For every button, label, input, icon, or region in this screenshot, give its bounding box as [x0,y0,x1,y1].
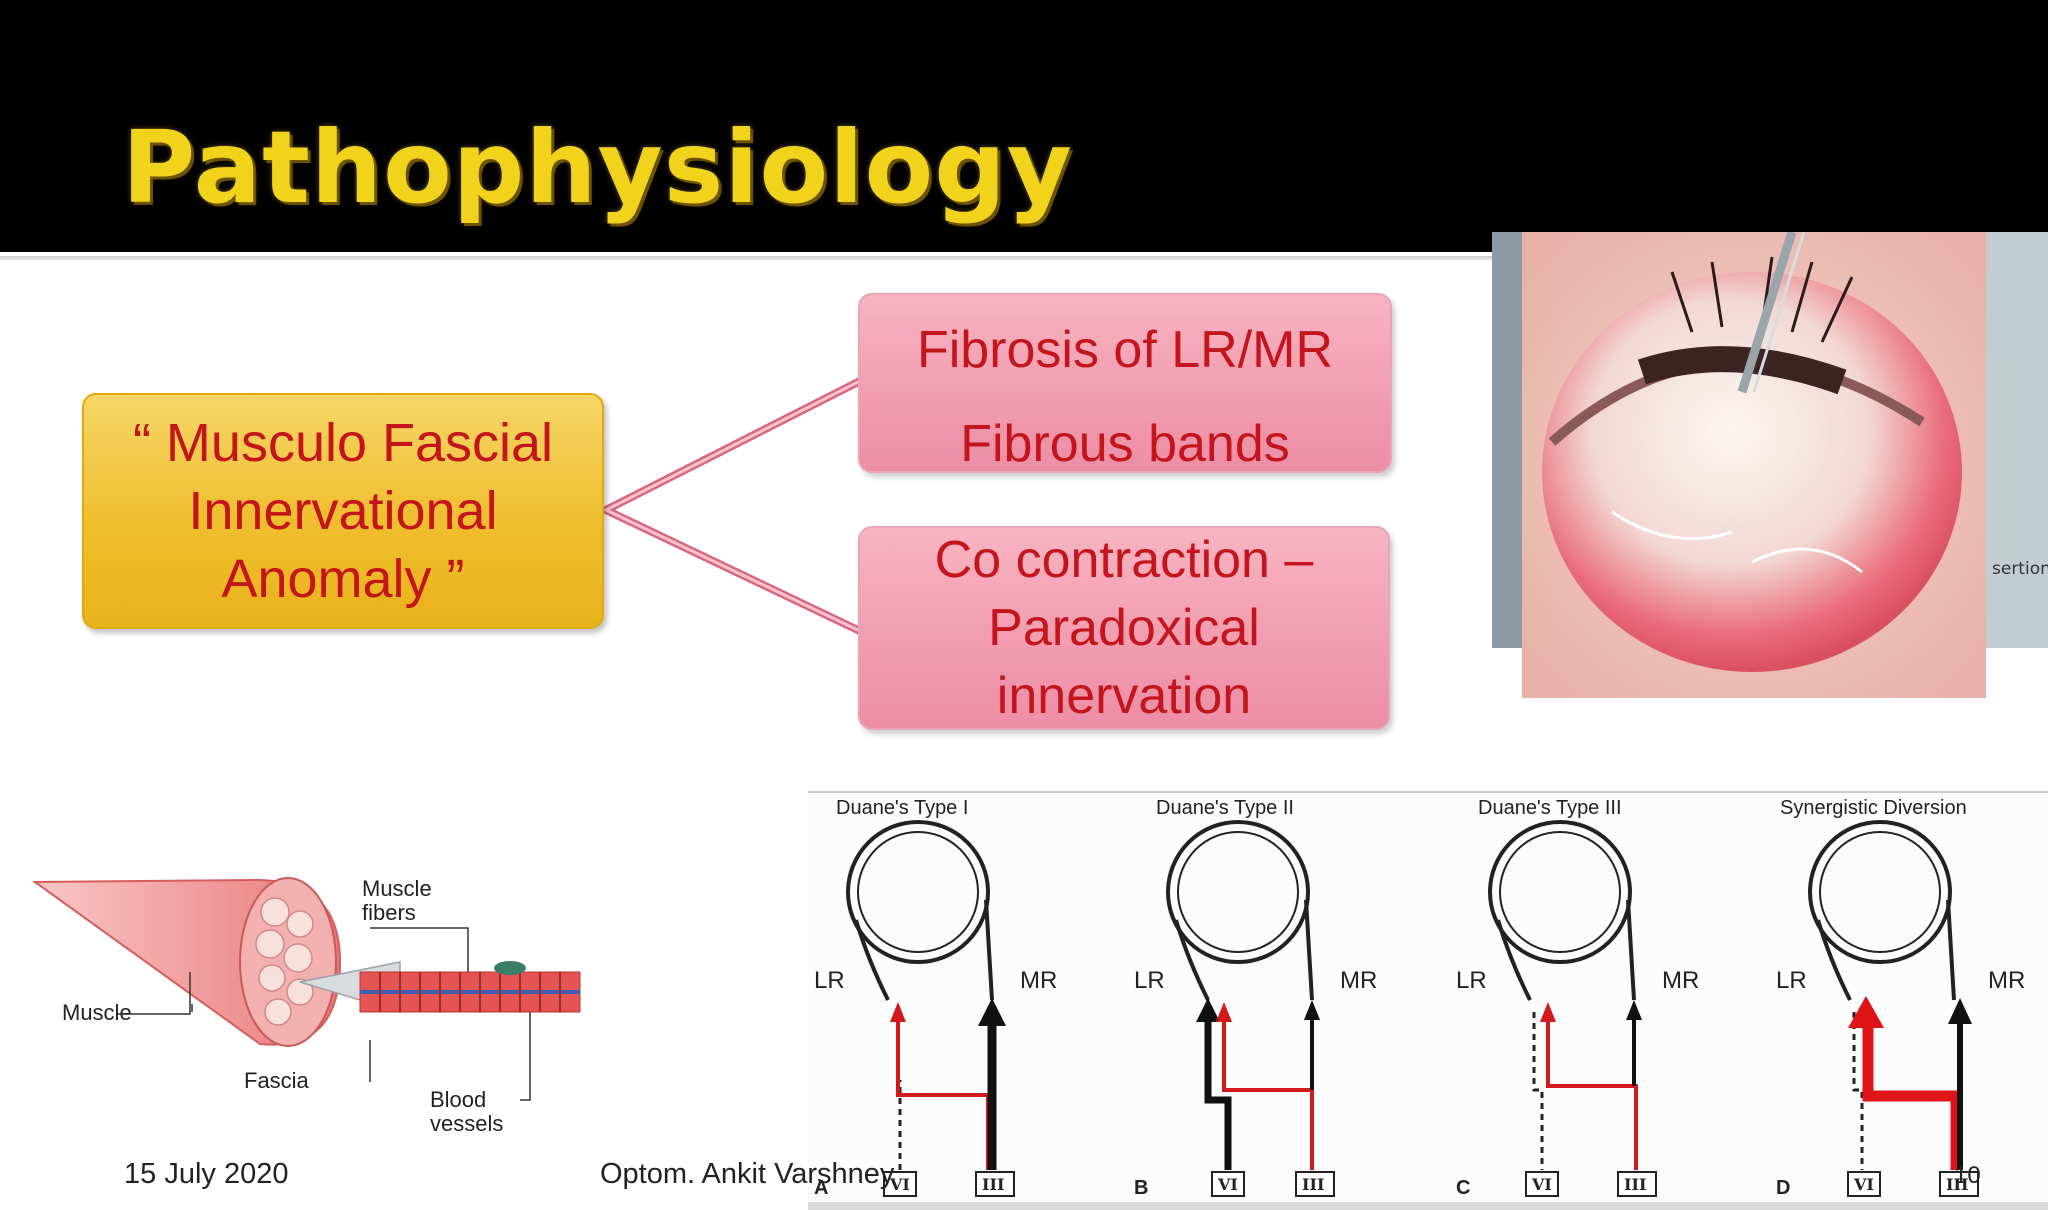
mr-label: MR [1020,967,1057,994]
blood-vessels-label-1: Blood [430,1087,486,1112]
photo-overlay-text: sertion [1992,559,2048,579]
fascia-label: Fascia [244,1068,310,1093]
root-line-3: Anomaly ” [221,549,465,609]
iii-label: III [1302,1175,1324,1194]
panel-letter: C [1456,1177,1470,1199]
vi-label: VI [1853,1175,1874,1194]
muscle-fibers-label-1: Muscle [362,876,432,901]
mr-label: MR [1340,967,1377,994]
duane-panel-type-2: Duane's Type II LR MR VI III B [1134,797,1377,1199]
muscle-label: Muscle [62,1000,132,1025]
duane-panel-synergistic: Synergistic Diversion LR MR VI III D [1776,797,2025,1199]
duane-panel-type-3: Duane's Type III LR MR VI III C [1456,797,1699,1199]
branch-connector [600,376,862,636]
co-contraction-box: Co contraction – Paradoxical innervation [858,526,1390,730]
panel-heading: Duane's Type III [1478,797,1622,819]
panel-letter: A [814,1177,828,1199]
blood-vessels-label-2: vessels [430,1111,503,1136]
title-divider [0,256,2048,260]
vi-label: VI [889,1175,910,1194]
mr-label: MR [1662,967,1699,994]
duane-innervation-diagram: Duane's Type I LR MR VI III A Duane's Ty… [808,790,2048,1210]
panel-letter: D [1776,1177,1790,1199]
co-contraction-line-1: Co contraction – [934,531,1314,589]
vi-label: VI [1531,1175,1552,1194]
mr-label: MR [1988,967,2025,994]
lr-label: LR [1134,967,1165,994]
vi-label: VI [1217,1175,1238,1194]
muscle-anatomy-diagram: Muscle Muscle fibers Fascia Blood vessel… [31,876,581,1136]
muscle-fibers-label-2: fibers [362,900,416,925]
fibrosis-line-2: Fibrous bands [960,415,1290,473]
duane-panel-type-1: Duane's Type I LR MR VI III A [814,797,1057,1199]
co-contraction-line-2: Paradoxical [988,599,1260,657]
root-concept-box: “ Musculo Fascial Innervational Anomaly … [82,393,604,629]
slide-number: 10 [1954,1162,1981,1189]
surgical-eye-photo: sertion [1492,232,2048,698]
iii-label: III [982,1175,1004,1194]
footer-author: Optom. Ankit Varshney [600,1158,895,1190]
footer-date: 15 July 2020 [124,1158,289,1190]
iii-label: III [1624,1175,1646,1194]
panel-letter: B [1134,1177,1148,1199]
fibrosis-line-1: Fibrosis of LR/MR [916,321,1334,379]
panel-heading: Duane's Type I [836,797,968,819]
fibrosis-box: Fibrosis of LR/MR Fibrous bands [858,293,1392,473]
lr-label: LR [814,967,845,994]
slide-title: Pathophysiology [122,109,1073,226]
lr-label: LR [1776,967,1807,994]
iii-label: III [1946,1175,1968,1194]
panel-heading: Duane's Type II [1156,797,1294,819]
root-line-2: Innervational [188,481,498,541]
title-banner [0,0,2048,252]
co-contraction-line-3: innervation [996,667,1252,725]
root-line-1: “ Musculo Fascial [132,413,554,473]
panel-heading: Synergistic Diversion [1780,797,1967,819]
lr-label: LR [1456,967,1487,994]
